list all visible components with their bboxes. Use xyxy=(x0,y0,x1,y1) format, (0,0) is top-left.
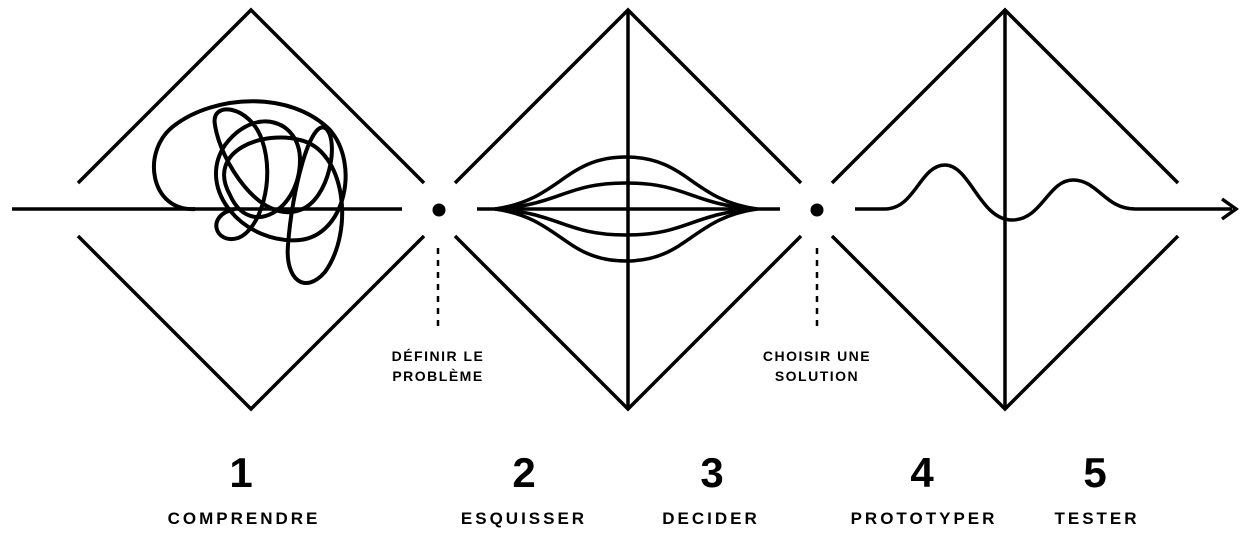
step-1-number: 1 xyxy=(229,449,252,496)
step-5-number: 5 xyxy=(1083,449,1106,496)
arrow-head-icon xyxy=(1220,197,1240,221)
step-1-label: COMPRENDRE xyxy=(168,509,321,528)
step-2-number: 2 xyxy=(512,449,535,496)
diamond-understand xyxy=(76,7,426,412)
step-5-label: TESTER xyxy=(1054,509,1139,528)
milestone-1-line-2: PROBLÈME xyxy=(392,368,483,384)
milestone-1-dot xyxy=(432,203,446,217)
scribble-chaos xyxy=(152,99,348,285)
milestone-2-line-2: SOLUTION xyxy=(775,368,859,384)
wave-test xyxy=(855,163,1232,222)
step-2-label: ESQUISSER xyxy=(461,509,587,528)
milestone-1-line-1: DÉFINIR LE xyxy=(392,348,485,364)
step-3-number: 3 xyxy=(700,449,723,496)
lens-options xyxy=(477,155,780,263)
step-4-number: 4 xyxy=(910,449,934,496)
milestone-2-line-1: CHOISIR UNE xyxy=(763,348,871,364)
milestone-2-dot xyxy=(810,203,824,217)
diamond-prototype-test xyxy=(830,7,1180,412)
step-4-label: PROTOTYPER xyxy=(851,509,998,528)
step-3-label: DECIDER xyxy=(662,509,760,528)
